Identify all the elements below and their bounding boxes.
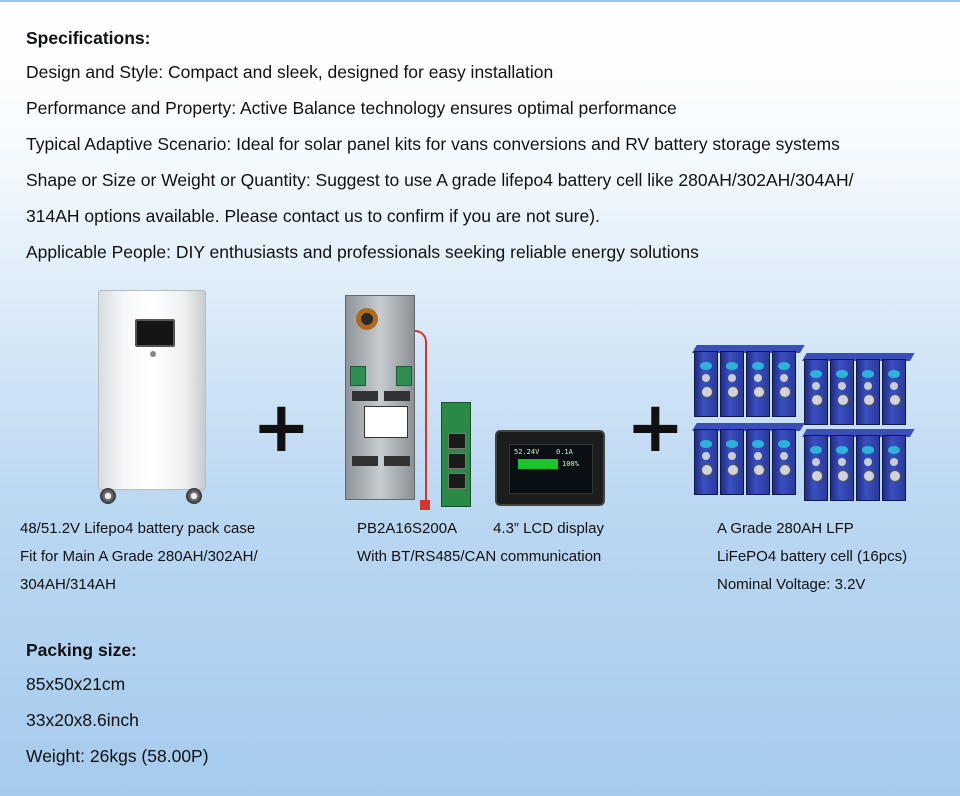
cell-group: [692, 345, 805, 420]
bms-caption: PB2A16S200A 4.3” LCD display With BT/RS48…: [357, 515, 604, 571]
packing-section: Packing size: 85x50x21cm 33x20x8.6inch W…: [26, 634, 426, 774]
bms-board-image: [345, 295, 415, 500]
lcd-screen: 52.24V 0.1A 100%: [509, 444, 593, 494]
spec-performance: Performance and Property: Active Balance…: [26, 98, 677, 118]
cell: [746, 429, 770, 495]
lcd-current: 0.1A: [556, 448, 573, 456]
bms-wire-plug: [420, 500, 430, 510]
comm-port: [448, 453, 466, 469]
lcd-display-image: 52.24V 0.1A 100%: [495, 430, 605, 506]
bms-inductor: [356, 308, 378, 330]
bms-model: PB2A16S200A: [357, 520, 458, 537]
battery-case-image: [98, 290, 206, 490]
case-wheel-left: [100, 488, 116, 504]
battery-cells-image: [692, 345, 915, 505]
cell: [882, 359, 906, 425]
spec-scenario: Typical Adaptive Scenario: Ideal for sol…: [26, 134, 840, 154]
comm-port: [448, 433, 466, 449]
cell: [772, 429, 796, 495]
bms-pad: [384, 456, 410, 466]
cell: [804, 359, 828, 425]
case-caption: 48/51.2V Lifepo4 battery pack case Fit f…: [20, 515, 258, 599]
cell: [720, 351, 744, 417]
lcd-soc-bar: [518, 459, 558, 469]
bms-pad: [384, 391, 410, 401]
case-button: [150, 351, 156, 357]
plus-sign-1: +: [252, 386, 311, 468]
packing-size-cm: 85x50x21cm: [26, 674, 126, 694]
spec-design-style: Design and Style: Compact and sleek, des…: [26, 62, 554, 82]
cell: [694, 351, 718, 417]
spec-applicable-people: Applicable People: DIY enthusiasts and p…: [26, 242, 699, 262]
cells-caption-line: A Grade 280AH LFP: [717, 520, 854, 537]
case-caption-line: Fit for Main A Grade 280AH/302AH/: [20, 548, 258, 565]
bms-communication: With BT/RS485/CAN communication: [357, 548, 602, 565]
cell: [830, 435, 854, 501]
bms-pad: [352, 456, 378, 466]
lcd-voltage: 52.24V: [514, 448, 540, 456]
cell: [856, 359, 880, 425]
case-caption-line: 48/51.2V Lifepo4 battery pack case: [20, 520, 256, 537]
case-display: [135, 319, 175, 347]
cells-caption-line: LiFePO4 battery cell (16pcs): [717, 548, 908, 565]
cell: [694, 429, 718, 495]
packing-size-inch: 33x20x8.6inch: [26, 710, 139, 730]
cells-caption: A Grade 280AH LFP LiFePO4 battery cell (…: [717, 515, 907, 599]
specifications-section: Specifications: Design and Style: Compac…: [26, 22, 946, 270]
plus-sign-2: +: [626, 386, 685, 468]
cell: [882, 435, 906, 501]
spec-shape-size: Shape or Size or Weight or Quantity: Sug…: [26, 170, 854, 190]
lcd-soc: 100%: [562, 460, 579, 468]
cell: [856, 435, 880, 501]
bms-label-sticker: [364, 406, 408, 438]
bms-connector: [350, 366, 366, 386]
case-caption-line: 304AH/314AH: [20, 576, 116, 593]
cell: [772, 351, 796, 417]
cells-caption-line: Nominal Voltage: 3.2V: [717, 576, 866, 593]
lcd-caption: 4.3” LCD display: [493, 520, 604, 537]
bms-pad: [352, 391, 378, 401]
packing-weight: Weight: 26kgs (58.00P): [26, 746, 209, 766]
cell: [746, 351, 770, 417]
bms-caption-line: PB2A16S200A 4.3” LCD display: [357, 515, 604, 543]
bms-connector: [396, 366, 412, 386]
cell-group: [802, 429, 915, 504]
top-border-line: [0, 0, 960, 2]
spec-shape-size-cont: 314AH options available. Please contact …: [26, 206, 600, 226]
cell-group: [802, 353, 915, 428]
communication-board-image: [441, 402, 471, 507]
cell: [804, 435, 828, 501]
cell: [830, 359, 854, 425]
bms-red-wire: [415, 330, 427, 505]
cell-group: [692, 423, 805, 498]
cell: [720, 429, 744, 495]
comm-port: [448, 473, 466, 489]
packing-heading: Packing size:: [26, 640, 137, 660]
case-wheel-right: [186, 488, 202, 504]
specifications-heading: Specifications:: [26, 28, 151, 48]
